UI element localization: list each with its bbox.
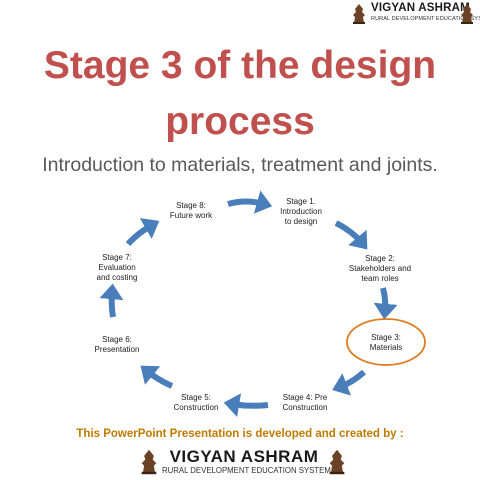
stage-7-label: Stage 7: Evaluation and costing [96,253,138,282]
arrow-stage7-to-stage8 [125,218,160,247]
stage-2-label: Stage 2: Stakeholders and team roles [348,254,412,283]
title-line-2: process [165,100,315,143]
stage-3-highlight-ring [346,318,426,366]
stage-4-label: Stage 4: Pre Construction [282,393,328,412]
footer-org-name: VIGYAN ASHRAM [169,447,319,466]
arrow-stage6-to-stage7 [99,283,124,318]
stage-1-label: Stage 1. Introduction to design [280,197,322,226]
arrow-stage5-to-stage6 [140,365,174,389]
footer-logo: VIGYAN ASHRAM RURAL DEVELOPMENT EDUCATIO… [138,446,348,478]
stage-5-label: Stage 5: Construction [173,393,219,412]
arrow-stage3-to-stage4 [332,369,367,396]
emblem-icon [141,449,157,475]
footer-org-subtitle: RURAL DEVELOPMENT EDUCATION SYSTEM [162,466,331,475]
arrow-stage4-to-stage5 [223,393,269,418]
header-logo: VIGYAN ASHRAM RURAL DEVELOPMENT EDUCATIO… [350,2,480,28]
header-org-subtitle: RURAL DEVELOPMENT EDUCATION SYSTEM [371,16,480,22]
title-line-1: Stage 3 of the design [43,44,437,87]
emblem-icon [329,449,345,475]
emblem-icon [461,4,473,24]
arrow-stage1-to-stage2 [334,220,368,250]
stage-3-label: Stage 3: Materials [369,333,403,352]
page-subtitle: Introduction to materials, treatment and… [42,154,438,176]
page-title: Stage 3 of the design process [0,38,480,150]
stage-8-label: Stage 8: Future work [169,201,213,220]
stage-6-label: Stage 6: Presentation [94,335,140,354]
header-org-name: VIGYAN ASHRAM [371,2,470,14]
footer-credit: This PowerPoint Presentation is develope… [76,428,404,440]
emblem-icon [353,4,365,24]
arrow-stage8-to-stage1 [227,190,273,214]
arrow-stage2-to-stage3 [373,287,398,320]
